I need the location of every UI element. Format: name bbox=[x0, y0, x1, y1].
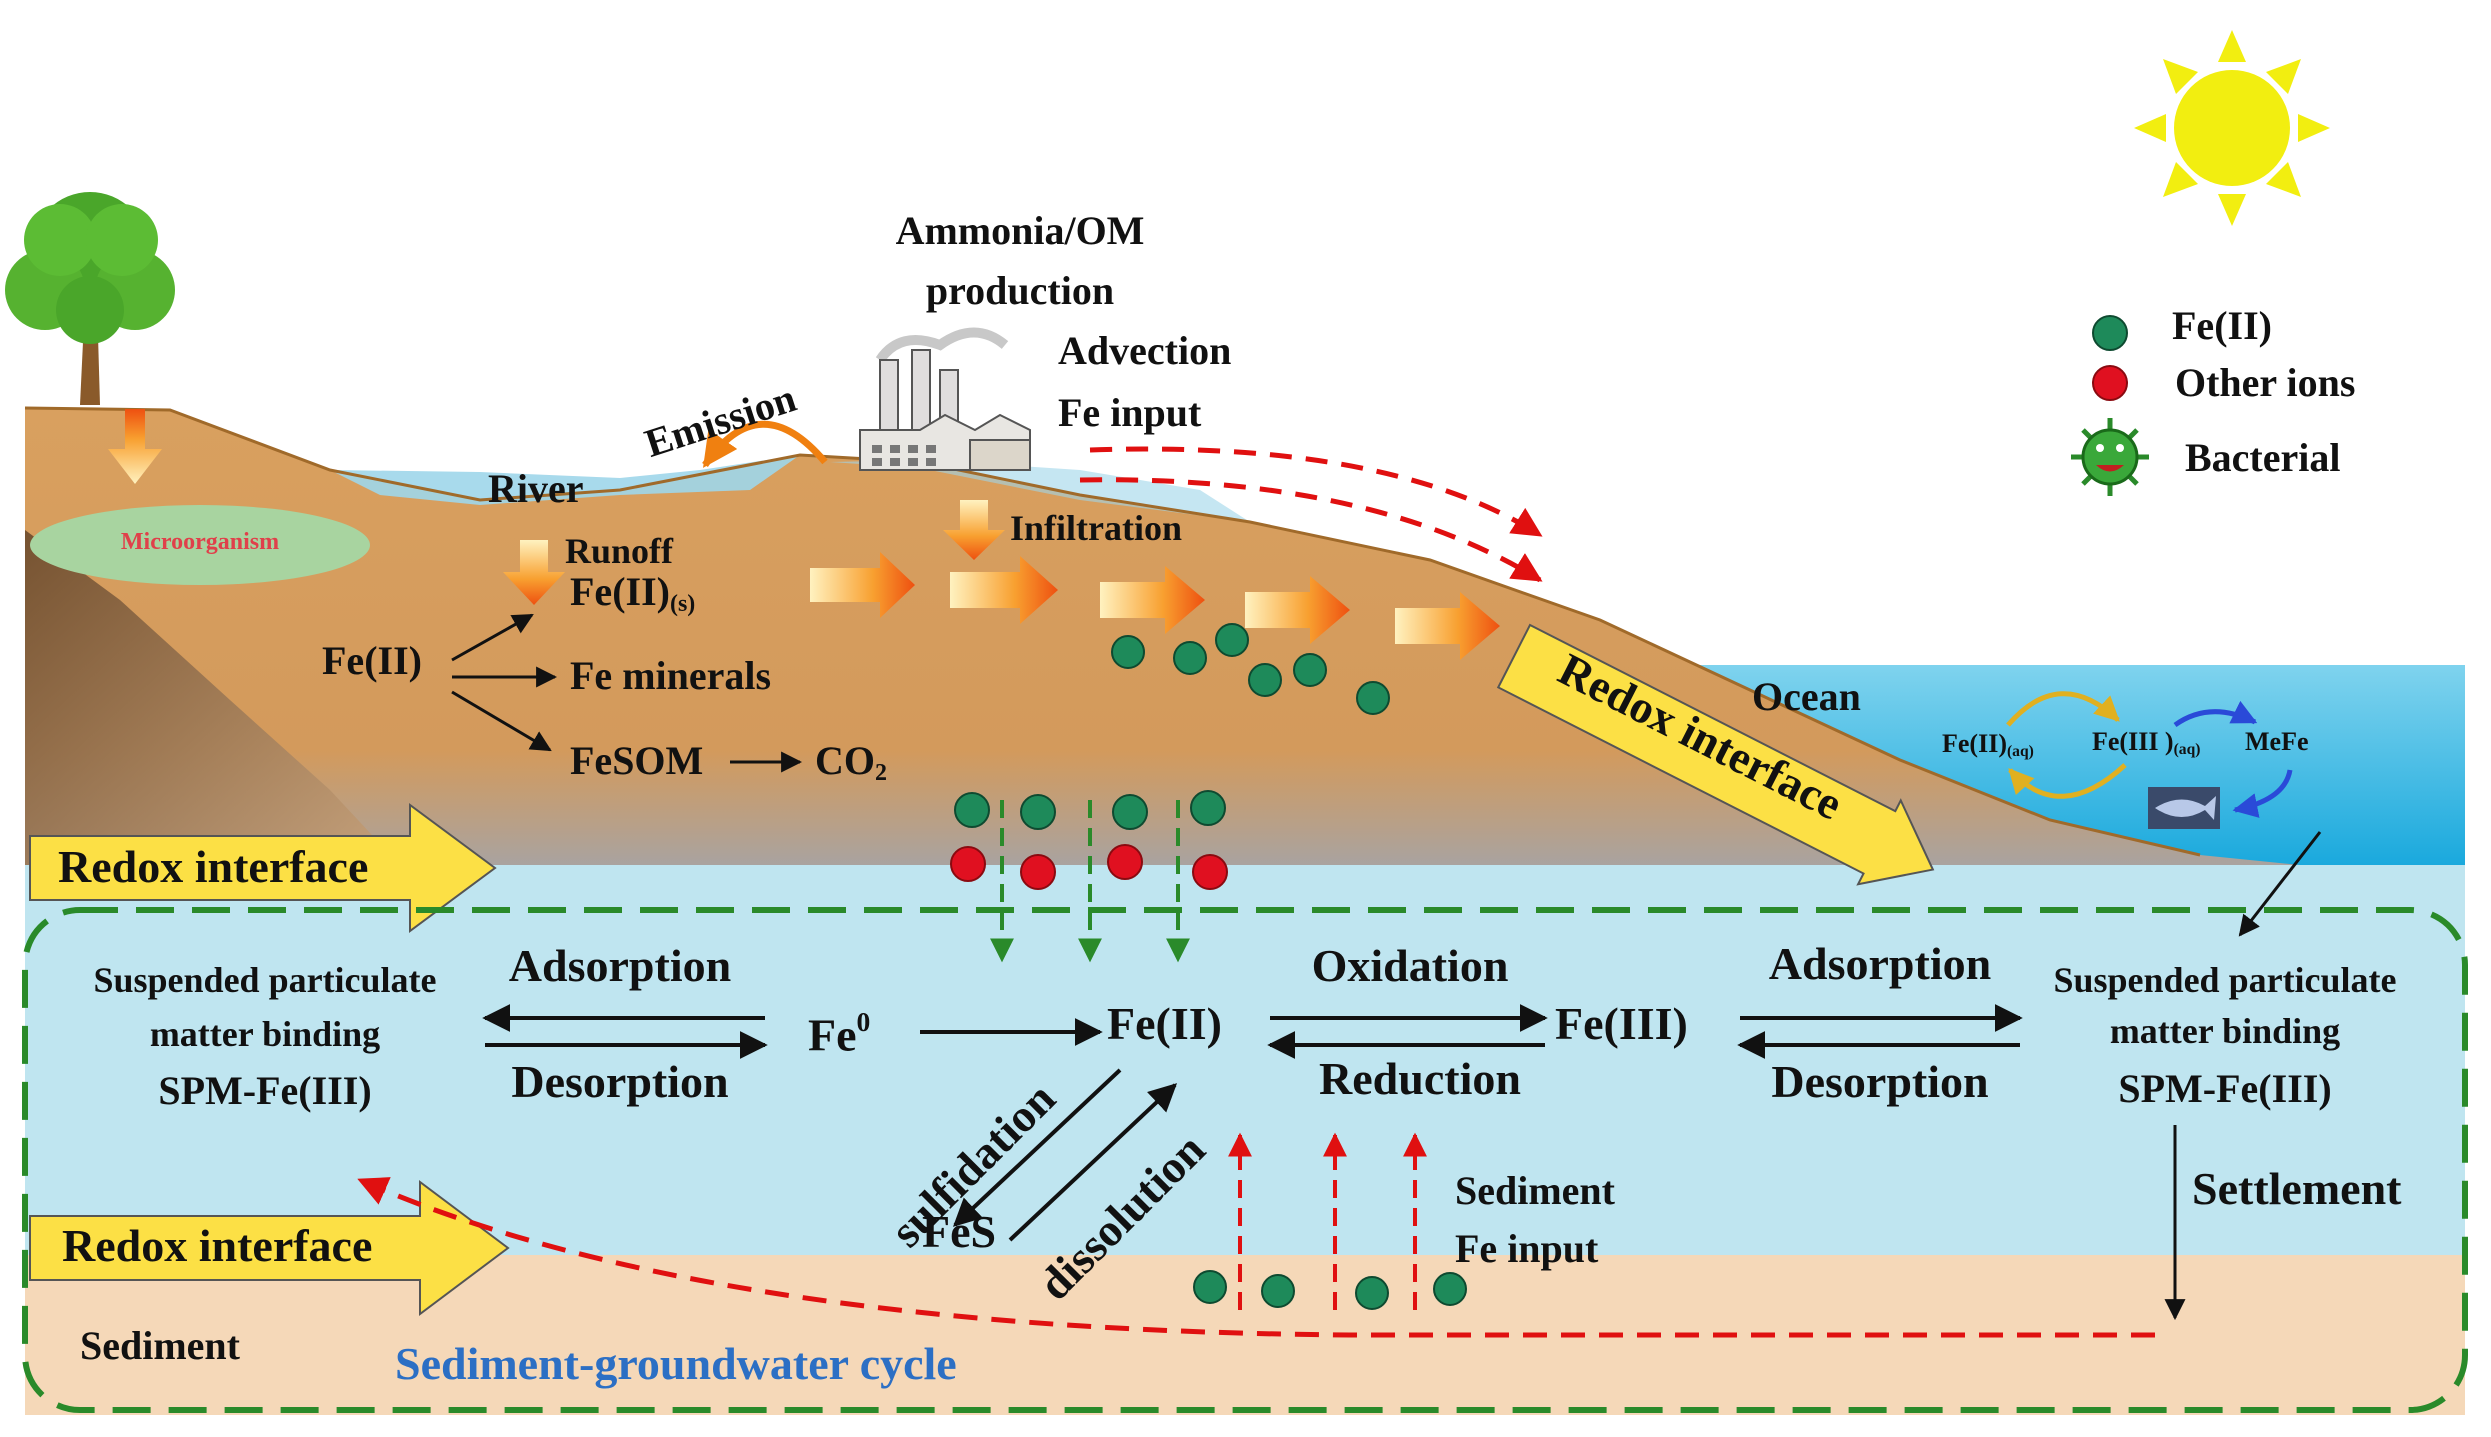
sediment-groundwater-cycle-box bbox=[22, 907, 2468, 1413]
branch-arrow-fesom bbox=[451, 690, 552, 752]
emission-arrow bbox=[702, 420, 828, 468]
infiltration-label: Infiltration bbox=[1010, 508, 1183, 548]
fe2s-label: Fe(II)(s) bbox=[570, 571, 695, 617]
land-surface bbox=[24, 406, 2201, 857]
oxidation-label: Oxidation bbox=[1311, 940, 1509, 991]
advection-label: Advection bbox=[1058, 328, 1232, 373]
desorption-left-label: Desorption bbox=[511, 1056, 729, 1107]
desorption-right-label: Desorption bbox=[1771, 1056, 1989, 1107]
advection-arrow-1 bbox=[1089, 446, 1543, 538]
microorganism-label: Microorganism bbox=[120, 529, 280, 555]
microorganism-up-arrow bbox=[108, 409, 162, 484]
reduction-label: Reduction bbox=[1319, 1053, 1521, 1104]
fesom-label: FeSOM bbox=[570, 738, 704, 783]
redox-arrow-bottom bbox=[29, 1180, 510, 1316]
ammonia-label-2: production bbox=[925, 268, 1115, 313]
entry-other-ion-dots bbox=[950, 844, 1228, 890]
sediment-fe-line2: Fe input bbox=[1455, 1226, 1599, 1271]
fe2s-sub: (s) bbox=[669, 591, 696, 617]
legend-fe2-dot bbox=[2092, 315, 2128, 351]
runoff-label: Runoff bbox=[565, 531, 674, 571]
sediment-input-arrows bbox=[1228, 1132, 1427, 1310]
microorganism-ellipse bbox=[30, 505, 370, 585]
redox-top-label: Redox interface bbox=[58, 841, 369, 892]
ocean-to-spm-arrow bbox=[2238, 831, 2322, 937]
redox-bottom-label: Redox interface bbox=[62, 1220, 373, 1271]
ammonia-label-1: Ammonia/OM bbox=[895, 208, 1145, 253]
co2-sub: 2 bbox=[875, 760, 887, 786]
settlement-label: Settlement bbox=[2192, 1163, 2402, 1214]
spm-left-line3: SPM-Fe(III) bbox=[158, 1068, 372, 1113]
fes-label: FeS bbox=[922, 1206, 997, 1257]
sediment-return-arrow bbox=[357, 1177, 2155, 1338]
legend-fe2-label: Fe(II) bbox=[2172, 303, 2272, 348]
fe2s-main: Fe(II) bbox=[570, 569, 670, 614]
redox-arrow-top bbox=[29, 803, 497, 933]
spm-right-line1: Suspended particulate bbox=[2053, 960, 2397, 1000]
factory-icon bbox=[859, 327, 1031, 471]
legend-other-ions-dot bbox=[2092, 365, 2128, 401]
ocean-cycle-top bbox=[2006, 691, 2120, 727]
fe2-center-label: Fe(II) bbox=[1107, 998, 1222, 1049]
branch-arrow-fe2s bbox=[451, 613, 534, 662]
spm-right-line2: matter binding bbox=[2109, 1011, 2341, 1051]
cliff bbox=[25, 530, 400, 865]
fe3-center-label: Fe(III) bbox=[1555, 998, 1688, 1049]
legend-bacterial-label: Bacterial bbox=[2185, 435, 2341, 480]
advection-arrow-2 bbox=[1079, 477, 1543, 583]
tree-icon bbox=[5, 192, 175, 405]
redox-arrows bbox=[1267, 1004, 1548, 1059]
adsorption-right-label: Adsorption bbox=[1768, 938, 1992, 989]
adsorption-left-label: Adsorption bbox=[508, 940, 732, 991]
mefe-arrow-up bbox=[2173, 700, 2258, 728]
river-label: River bbox=[488, 466, 584, 511]
ocean-fe3-label: Fe(III )(aq) bbox=[2092, 728, 2200, 758]
sediment-fe-line1: Sediment bbox=[1455, 1168, 1615, 1213]
sediment-label: Sediment bbox=[80, 1323, 240, 1368]
ocean-cycle-bottom bbox=[2008, 763, 2127, 799]
fe0-label: Fe0 bbox=[808, 1006, 871, 1061]
co2-main: CO bbox=[815, 738, 875, 783]
fe2-source-label: Fe(II) bbox=[322, 638, 422, 683]
mefe-arrow-down bbox=[2232, 769, 2293, 818]
water-body bbox=[25, 860, 2465, 1260]
ocean-fe2-label: Fe(II)(aq) bbox=[1942, 730, 2034, 760]
ocean-fe3-sub: (aq) bbox=[2173, 740, 2201, 758]
sediment-fe2-dots bbox=[1193, 1270, 1467, 1310]
soil-fe2-dots bbox=[1111, 623, 1390, 715]
entry-fe2-dots bbox=[954, 790, 1226, 830]
fish-icon bbox=[2148, 787, 2220, 829]
cycle-label: Sediment-groundwater cycle bbox=[395, 1338, 957, 1389]
ocean-fe3-main: Fe(III ) bbox=[2092, 727, 2174, 756]
legend-bacterial-icon bbox=[2071, 418, 2149, 496]
runoff-arrow bbox=[503, 540, 565, 605]
ocean-fe2-main: Fe(II) bbox=[1942, 729, 2007, 758]
right-adsorption-arrows bbox=[1737, 1004, 2023, 1059]
infiltration-arrow bbox=[943, 500, 1005, 560]
fe-minerals-label: Fe minerals bbox=[570, 653, 772, 698]
spm-left-line1: Suspended particulate bbox=[93, 960, 437, 1000]
mefe-label: MeFe bbox=[2245, 727, 2309, 756]
ocean-fe2-sub: (aq) bbox=[2006, 742, 2034, 760]
spm-right-line3: SPM-Fe(III) bbox=[2118, 1066, 2332, 1111]
groundwater-flow-arrows bbox=[810, 552, 1500, 660]
fe-input-label: Fe input bbox=[1058, 390, 1202, 435]
fe0-sup: 0 bbox=[856, 1006, 871, 1037]
ocean-label: Ocean bbox=[1752, 674, 1861, 719]
sun-icon bbox=[2134, 30, 2330, 226]
left-adsorption-arrows bbox=[482, 1004, 768, 1059]
sulfidation-dissolution-arrows bbox=[952, 1068, 1178, 1242]
co2-label: CO2 bbox=[815, 740, 887, 786]
legend-other-ions-label: Other ions bbox=[2175, 360, 2356, 405]
redox-interface-diagonal-arrow bbox=[1496, 623, 1935, 886]
fe0-main: Fe bbox=[808, 1009, 857, 1061]
spm-left-line2: matter binding bbox=[149, 1014, 381, 1054]
